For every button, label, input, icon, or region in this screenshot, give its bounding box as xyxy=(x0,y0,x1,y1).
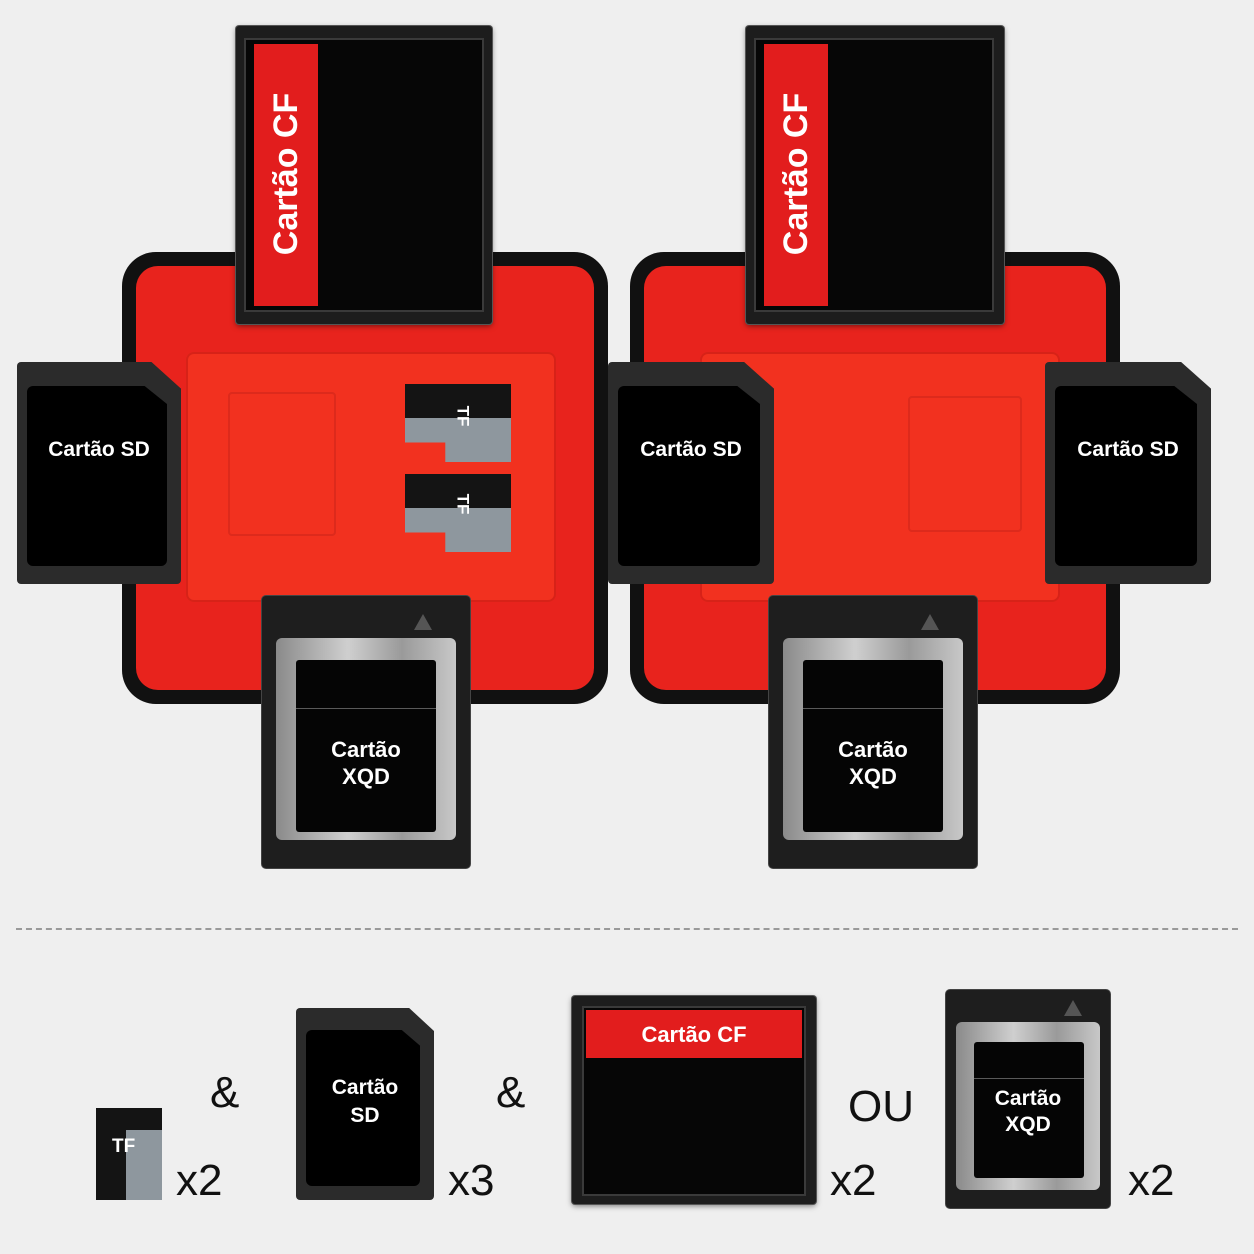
legend-or: OU xyxy=(848,1082,914,1131)
right-sd-card-2-label: Cartão SD xyxy=(1077,438,1179,461)
tf-card-1-label: TF xyxy=(453,405,473,427)
legend-cf-card: Cartão CF xyxy=(572,996,816,1204)
legend-tf-count: x2 xyxy=(176,1156,223,1205)
tf-card-2-label: TF xyxy=(453,493,473,515)
right-sd-card-1: Cartão SD xyxy=(608,362,774,584)
legend-ampersand-2: & xyxy=(496,1068,526,1117)
legend-cf-label: Cartão CF xyxy=(641,1022,747,1047)
legend-ampersand-1: & xyxy=(210,1068,240,1117)
legend-xqd-count: x2 xyxy=(1128,1156,1175,1205)
left-sd-label: Cartão SD xyxy=(48,438,150,461)
dashed-divider xyxy=(16,928,1238,930)
right-cf-label: Cartão CF xyxy=(777,92,815,256)
left-sd-card: Cartão SD xyxy=(17,362,181,584)
right-cf-card: Cartão CF xyxy=(746,26,1004,324)
legend-sd-count: x3 xyxy=(448,1156,495,1205)
left-tray-sd-slot xyxy=(228,392,336,536)
legend-tf-card xyxy=(96,1108,162,1200)
left-cf-label: Cartão CF xyxy=(267,92,305,256)
right-tray-sd-slot xyxy=(908,396,1022,532)
right-sd-card-1-label: Cartão SD xyxy=(640,438,742,461)
legend-tf-label: TF xyxy=(112,1136,136,1157)
legend-cf-count: x2 xyxy=(830,1156,877,1205)
right-sd-card-2: Cartão SD xyxy=(1045,362,1211,584)
left-cf-card: Cartão CF xyxy=(236,26,492,324)
